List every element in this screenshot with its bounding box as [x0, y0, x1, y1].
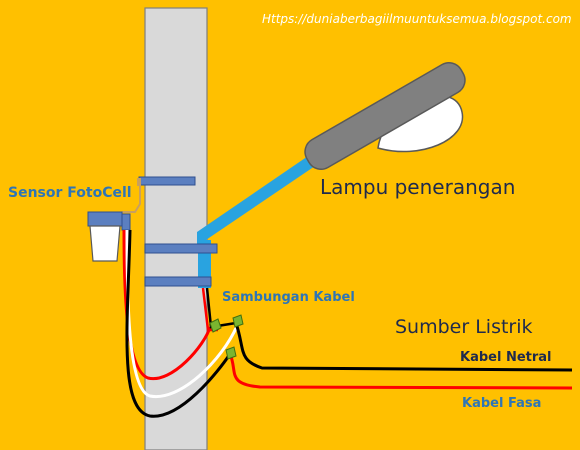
- pole: [144, 7, 208, 450]
- phase-supply-cable: [228, 353, 573, 390]
- lamp-label: Lampu penerangan: [320, 175, 516, 199]
- connector-1: [209, 318, 222, 333]
- lamp-arm: [197, 152, 318, 246]
- sensor-black-wire: [125, 229, 232, 418]
- watermark-url: Https://duniaberbagiilmuuntuksemua.blogs…: [262, 12, 572, 26]
- neutral-cable-label: Kabel Netral: [460, 350, 552, 365]
- sensor-red-wire: [122, 229, 212, 381]
- power-source-label: Sumber Listrik: [395, 316, 533, 338]
- pole-clamp-top: [138, 176, 196, 186]
- photocell-sensor: [87, 178, 141, 262]
- neutral-supply-cable: [234, 322, 573, 372]
- lamp-head: [304, 62, 466, 170]
- sensor-label: Sensor FotoCell: [8, 185, 132, 201]
- connection-label: Sambungan Kabel: [222, 290, 355, 305]
- connector-3: [225, 346, 237, 360]
- connector-2: [232, 314, 244, 328]
- phase-cable-label: Kabel Fasa: [462, 396, 542, 411]
- pole-clamp-bottom: [144, 276, 212, 287]
- pole-clamp-middle: [144, 243, 218, 254]
